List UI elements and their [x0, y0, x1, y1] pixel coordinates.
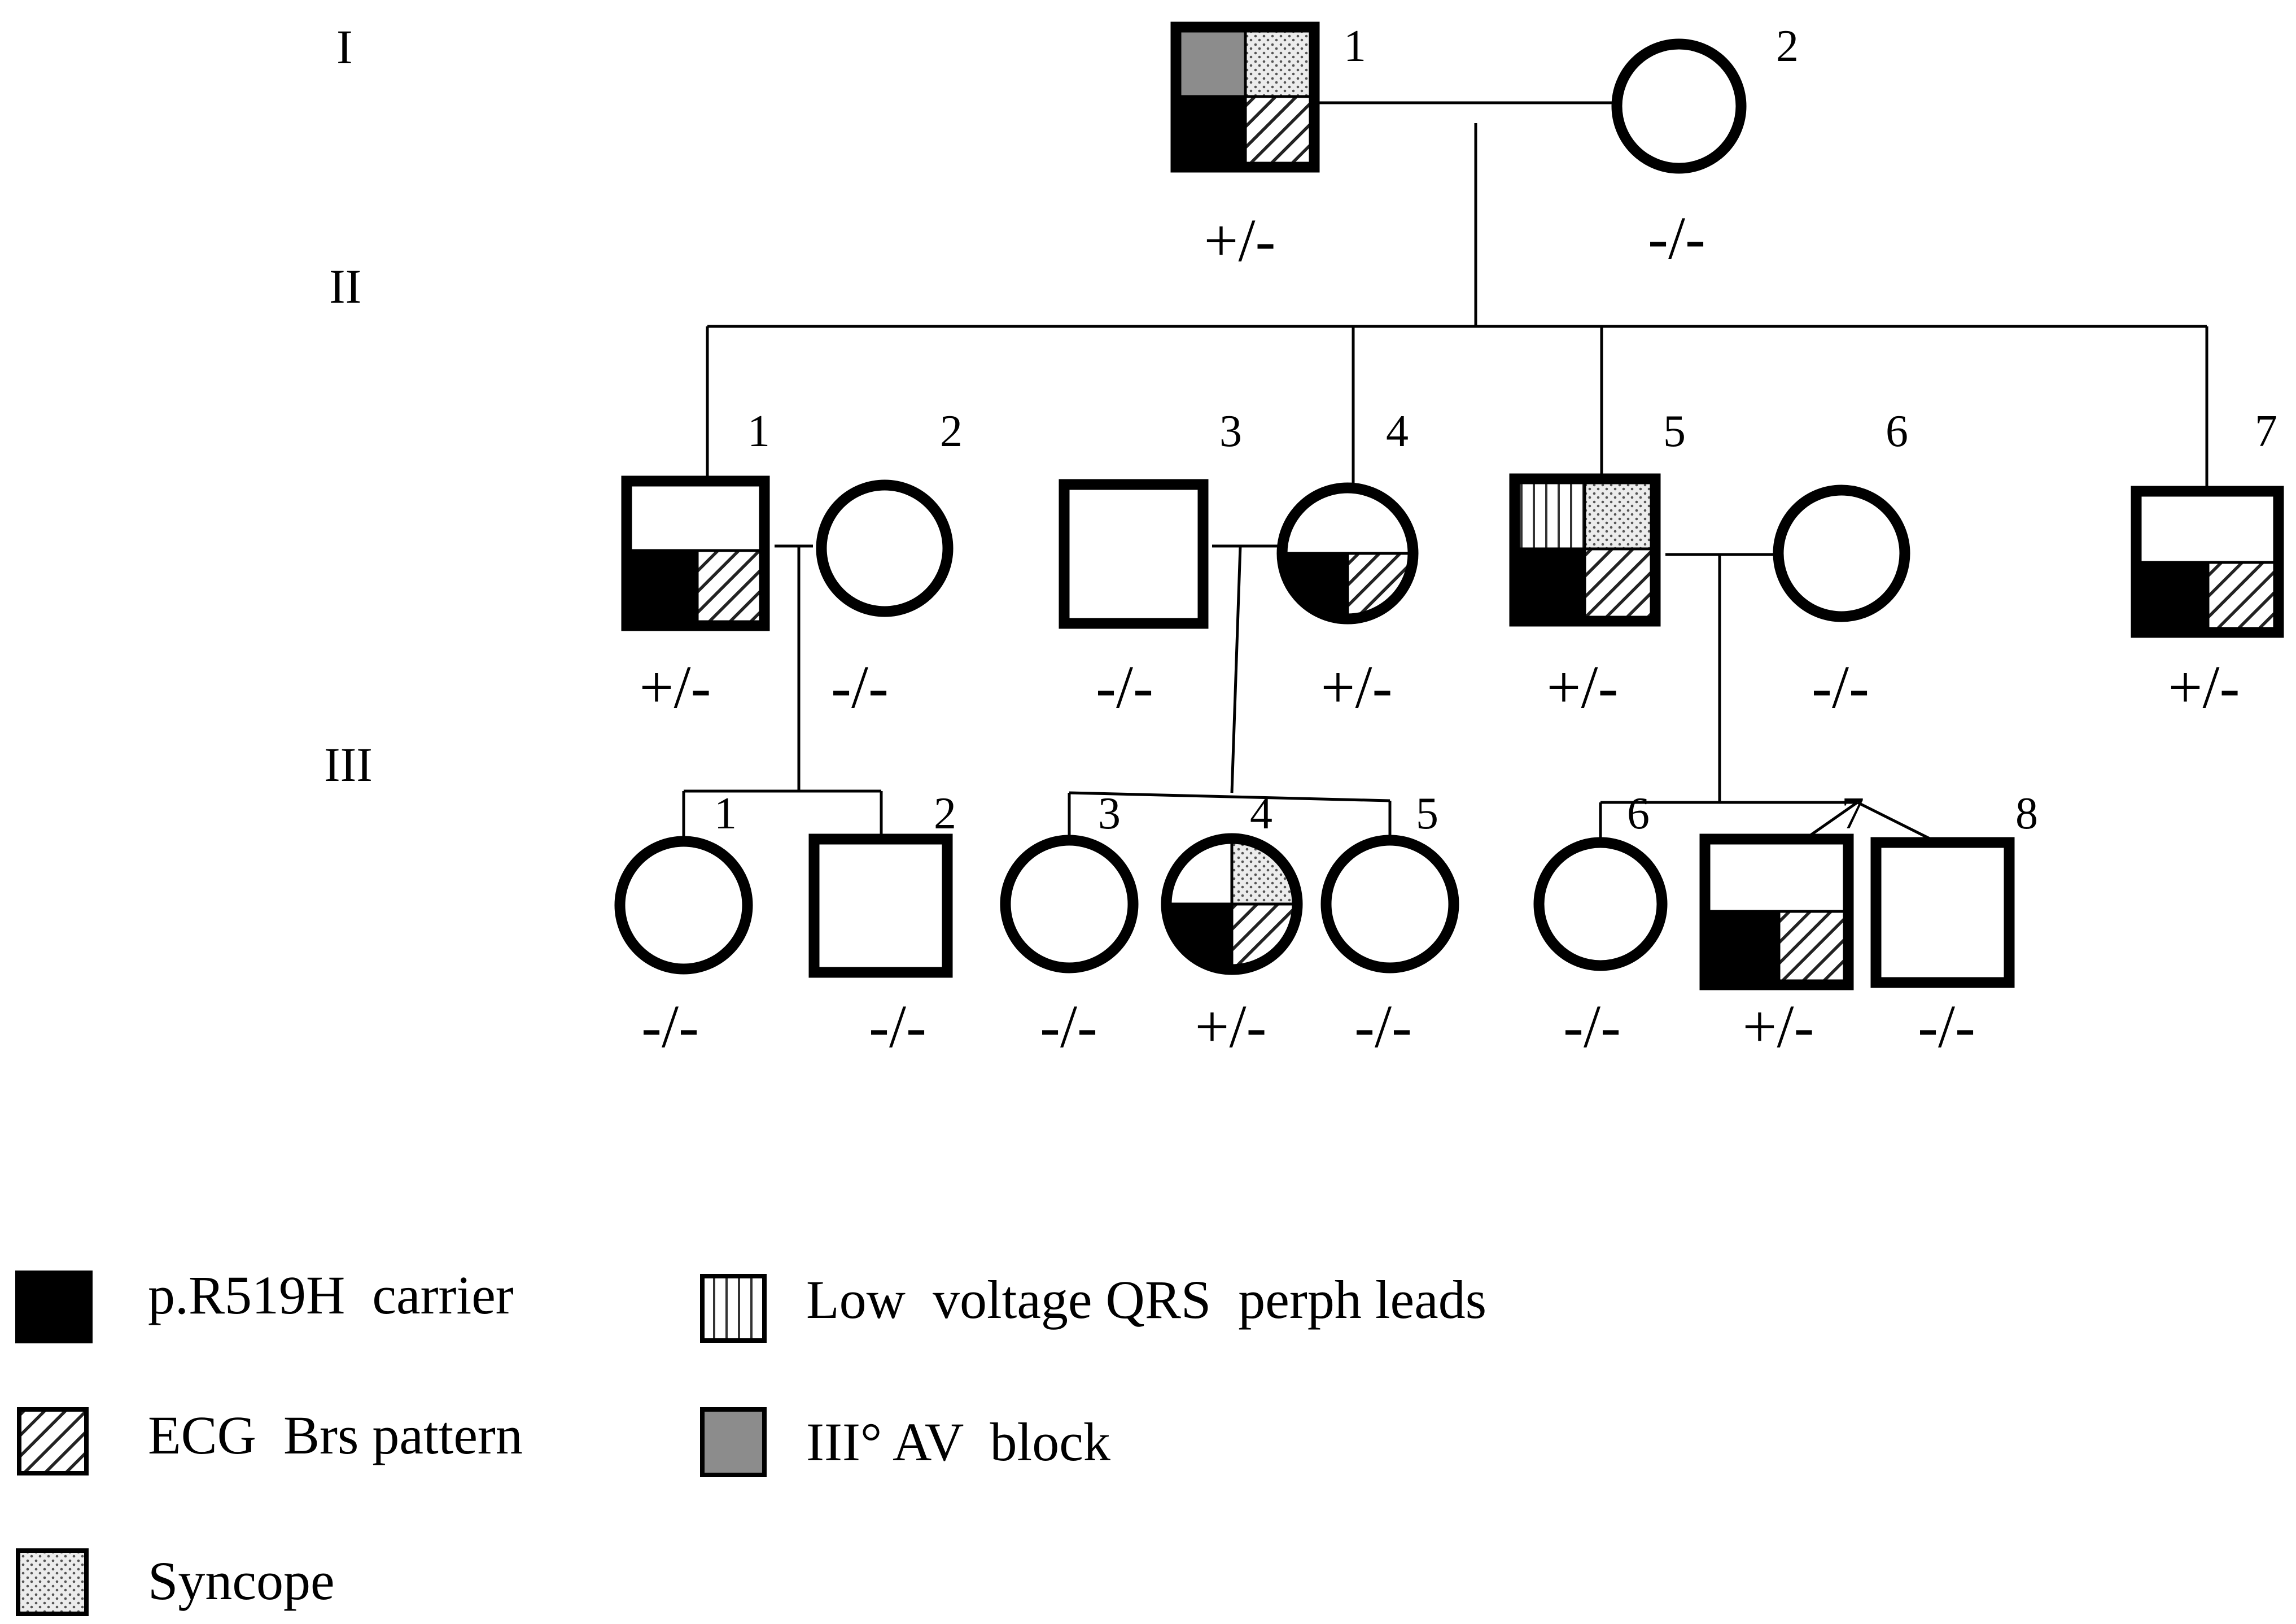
genotype-II-1: +/-	[640, 654, 711, 721]
legend-swatch-lowvolt	[700, 1274, 767, 1343]
legend: p.R519H carrier ECG Brs pattern Syncope …	[15, 1265, 1486, 1616]
individual-number-III-5: 5	[1416, 789, 1438, 839]
genotype-III-6: -/-	[1563, 993, 1621, 1060]
genotype-III-8: -/-	[1918, 993, 1975, 1060]
individual-number-II-6: 6	[1886, 407, 1908, 456]
individual-III-5	[1320, 835, 1459, 973]
legend-label-carrier: p.R519H carrier	[148, 1265, 514, 1325]
individual-I-1	[1170, 21, 1320, 173]
individual-II-5	[1509, 473, 1661, 627]
legend-swatch-avblock	[700, 1407, 767, 1477]
individual-number-II-7: 7	[2255, 407, 2277, 456]
legend-item-avblock: III° AV block	[700, 1407, 1110, 1477]
individual-III-2	[808, 833, 953, 978]
genotype-II-5: +/-	[1547, 654, 1619, 721]
pedigree-lines	[682, 101, 2208, 841]
individual-III-6	[1533, 837, 1668, 971]
individual-number-III-7: 7	[1842, 789, 1864, 839]
genotype-I-1: +/-	[1204, 207, 1276, 274]
genotype-I-2: -/-	[1648, 205, 1705, 272]
legend-swatch-syncope	[16, 1548, 89, 1616]
individual-number-I-2: 2	[1776, 21, 1799, 71]
individual-number-III-3: 3	[1098, 789, 1121, 839]
individual-II-6	[1773, 484, 1910, 622]
legend-swatch-carrier	[15, 1271, 93, 1343]
individual-number-III-4: 4	[1250, 789, 1272, 839]
individual-number-III-2: 2	[934, 789, 956, 839]
genotype-III-1: -/-	[641, 993, 699, 1060]
individual-II-7	[2131, 486, 2284, 638]
generation-label-II: II	[329, 259, 361, 313]
individual-number-III-6: 6	[1627, 789, 1650, 839]
genotype-II-3: -/-	[1096, 654, 1153, 721]
legend-item-carrier: p.R519H carrier	[15, 1265, 514, 1343]
legend-swatch-brs	[17, 1407, 89, 1475]
individual-II-1	[621, 475, 770, 631]
individual-number-II-3: 3	[1219, 407, 1242, 456]
legend-item-lowvolt: Low voltage QRS perph leads	[700, 1269, 1486, 1343]
individual-number-III-1: 1	[714, 789, 737, 839]
generation-label-I: I	[336, 20, 353, 74]
genotype-III-3: -/-	[1040, 993, 1097, 1060]
individual-II-3	[1059, 479, 1209, 629]
individual-III-3	[1000, 835, 1139, 973]
genotype-II-6: -/-	[1812, 654, 1869, 721]
legend-item-syncope: Syncope	[16, 1548, 335, 1616]
individual-number-II-2: 2	[940, 407, 963, 456]
individual-number-III-8: 8	[2015, 789, 2038, 839]
legend-item-brs: ECG Brs pattern	[17, 1405, 523, 1475]
individual-III-8	[1870, 837, 2015, 988]
individual-II-4	[1276, 482, 1419, 625]
individual-I-2	[1611, 38, 1747, 174]
legend-label-avblock: III° AV block	[806, 1412, 1110, 1472]
individual-III-4	[1161, 833, 1303, 975]
legend-label-syncope: Syncope	[148, 1551, 335, 1611]
generation-label-III: III	[324, 737, 373, 792]
legend-label-lowvolt: Low voltage QRS perph leads	[806, 1269, 1486, 1330]
genotype-II-4: +/-	[1321, 654, 1393, 721]
genotype-III-2: -/-	[869, 993, 926, 1060]
individual-III-1	[614, 836, 753, 975]
genotype-III-5: -/-	[1354, 993, 1412, 1060]
individual-number-II-4: 4	[1386, 407, 1409, 456]
legend-label-brs: ECG Brs pattern	[148, 1405, 523, 1465]
genotype-III-7: +/-	[1743, 993, 1814, 1060]
genotype-III-4: +/-	[1195, 993, 1267, 1060]
genotype-II-2: -/-	[831, 654, 889, 721]
individual-number-I-1: 1	[1344, 21, 1366, 71]
genotype-II-7: +/-	[2168, 654, 2240, 721]
individual-II-2	[816, 479, 954, 617]
individual-number-II-1: 1	[747, 407, 770, 456]
individual-III-7	[1699, 833, 1854, 990]
individual-number-II-5: 5	[1663, 407, 1686, 456]
